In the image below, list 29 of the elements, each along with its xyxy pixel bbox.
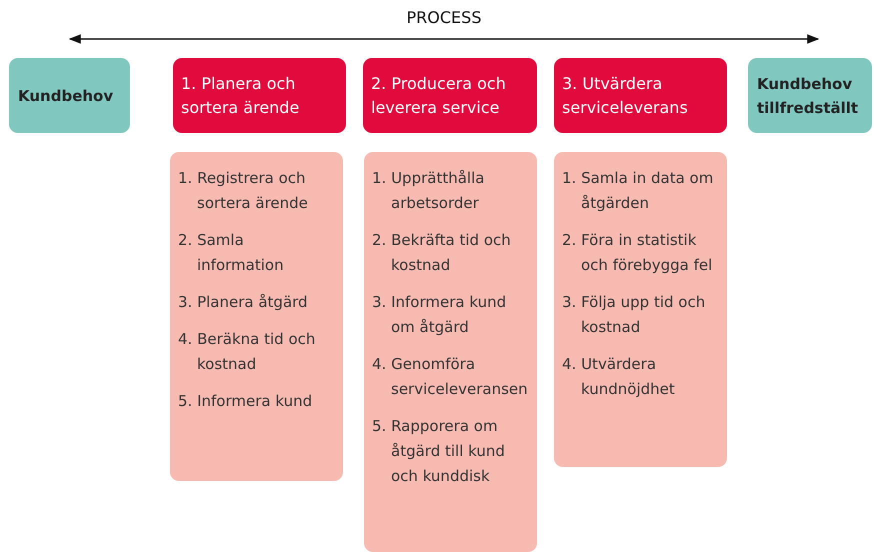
endpoint-label: Kundbehov tillfredställt [757, 74, 860, 118]
task-item: 2. Föra in statistik och förebygga fel [562, 230, 714, 276]
phase-title: 1. Planera och sortera ärende [181, 72, 300, 118]
task-item: 3. Följa upp tid och kostnad [562, 292, 706, 338]
double-arrow [68, 34, 820, 44]
task-list-card [364, 152, 537, 552]
phase-header-box [554, 58, 727, 133]
task-item: 1. Upprätthålla arbetsorder [372, 168, 486, 214]
endpoint-box [9, 58, 130, 133]
task-item: 1. Registrera och sortera ärende [178, 168, 309, 214]
task-item: 2. Samla information [178, 230, 285, 276]
phase-title: 3. Utvärdera serviceleverans [562, 72, 689, 118]
edge-label: PROCESS [406, 8, 482, 27]
task-item: 4. Beräkna tid och kostnad [178, 329, 316, 375]
task-list-card [170, 152, 343, 481]
task-item: 3. Informera kund om åtgärd [372, 292, 508, 338]
task-item: 1. Samla in data om åtgärden [562, 168, 714, 214]
phase-header-box [173, 58, 346, 133]
endpoint-box [748, 58, 872, 133]
phase-header-box [363, 58, 537, 133]
task-item: 2. Bekräfta tid och kostnad [372, 230, 512, 276]
task-item: 5. Rapporera om åtgärd till kund och kunddisk [372, 416, 506, 487]
endpoint-label: Kundbehov [18, 86, 114, 106]
task-list-card [554, 152, 727, 467]
phase-title: 2. Producera och leverera service [371, 72, 507, 118]
task-item: 3. Planera åtgärd [178, 292, 309, 313]
task-item: 4. Utvärdera kundnöjdhet [562, 354, 676, 400]
task-item: 4. Genomföra serviceleveransen [372, 354, 529, 400]
task-item: 5. Informera kund [178, 391, 314, 412]
